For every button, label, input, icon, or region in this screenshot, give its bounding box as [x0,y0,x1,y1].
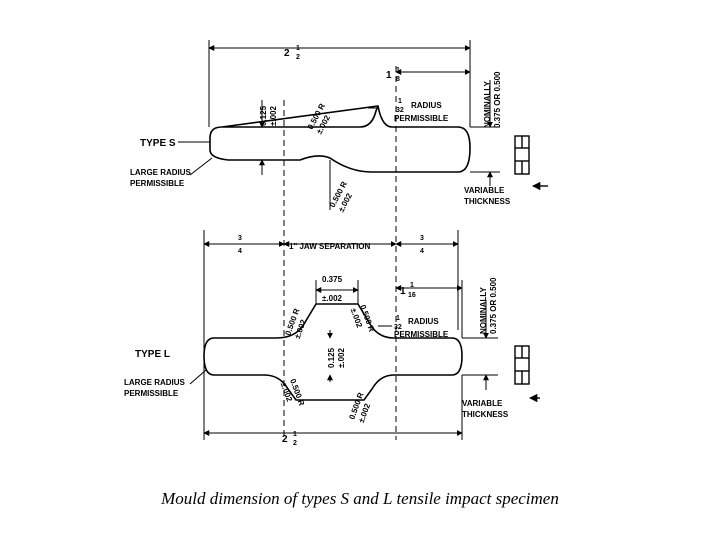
type-l-nominally: NOMINALLY 0.375 OR 0.500 [479,277,498,334]
type-l-right-span-num: 1 [410,282,414,289]
jaw-separation-dimension [203,230,459,440]
separation-right-den: 4 [420,248,424,255]
type-l-outline [203,303,463,401]
type-l-overall-length-num: 1 [293,431,297,438]
type-s-thickness-line2: THICKNESS [464,197,511,206]
svg-text:0.375 OR 0.500: 0.375 OR 0.500 [489,277,498,334]
type-l-large-radius-line1: LARGE RADIUS [124,378,186,387]
type-l-fillet-bottom-right: 0.500 R ±.002 [347,391,372,424]
type-s-outline [209,105,471,173]
type-s-large-radius-line1: LARGE RADIUS [130,168,192,177]
jaw-separation-label: 1" JAW SEPARATION [289,242,371,251]
type-s-large-radius-line2: PERMISSIBLE [130,179,185,188]
type-l-radius-frac-num: 1 [396,315,400,322]
type-l-thickness-line1: VARIABLE [462,399,503,408]
type-s-radius-frac-den: 32 [396,107,404,114]
type-s-thickness-line1: VARIABLE [464,186,505,195]
type-s-right-span-den: 8 [396,76,400,83]
type-l-overall-length-den: 2 [293,440,297,447]
type-l-overall-length-whole: 2 [282,434,288,445]
svg-text:±.002: ±.002 [269,105,278,126]
type-s-radius-note-line2: PERMISSIBLE [394,114,449,123]
type-s-radius-frac-num: 1 [398,98,402,105]
type-s-overall-length-den: 2 [296,54,300,61]
type-s-right-span-num: 1 [396,67,400,74]
separation-right-num: 3 [420,235,424,242]
svg-text:NOMINALLY: NOMINALLY [479,287,488,334]
type-l-construction-lines [189,280,498,440]
separation-left-den: 4 [238,248,242,255]
type-s-right-span-whole: 1 [386,70,392,81]
svg-text:0.125: 0.125 [327,347,336,368]
type-l-radius-frac-den: 32 [394,324,402,331]
type-l-fillet-top-right: 0.500 R ±.002 [349,304,377,334]
type-s-fillet-dim-bottom: 0.500 R ±.002 [328,180,354,214]
svg-text:0.375 OR 0.500: 0.375 OR 0.500 [493,71,502,128]
type-l-thickness-line2: THICKNESS [462,410,509,419]
separation-left-num: 3 [238,235,242,242]
type-l-fillet-bottom-left: 0.500 R ±.002 [279,378,307,408]
type-l-thickness-symbol [514,345,540,403]
type-l-fillet-top-left: 0.500 R ±.002 [283,307,308,340]
type-l-right-span-whole: 1 [400,286,406,297]
type-l-top-dim-line2: ±.002 [322,294,343,303]
type-s-nominally: NOMINALLY 0.375 OR 0.500 [483,71,502,128]
type-l-large-radius-line2: PERMISSIBLE [124,389,179,398]
type-l-top-dim-line1: 0.375 [322,275,343,284]
svg-text:NOMINALLY: NOMINALLY [483,81,492,128]
svg-text:±.002: ±.002 [337,347,346,368]
type-l-right-span-den: 16 [408,292,416,299]
type-s-construction-lines [178,40,500,440]
type-s-fillet-dim-top: 0.500 R ±.002 [306,102,332,136]
type-s-overall-length-num: 1 [296,45,300,52]
type-l-title: TYPE L [135,349,170,360]
type-s-thickness-symbol [514,135,548,191]
type-s-neck-dim: 0.125 ±.002 [259,105,278,126]
type-l-radius-note-line1: RADIUS [408,317,439,326]
type-s-overall-length-whole: 2 [284,48,290,59]
type-l-neck-dim: 0.125 ±.002 [327,347,346,368]
svg-text:0.125: 0.125 [259,105,268,126]
type-s-radius-note-line1: RADIUS [411,101,442,110]
type-l-radius-note-line2: PERMISSIBLE [394,330,449,339]
type-s-title: TYPE S [140,138,176,149]
figure-caption: Mould dimension of types S and L tensile… [161,489,559,508]
